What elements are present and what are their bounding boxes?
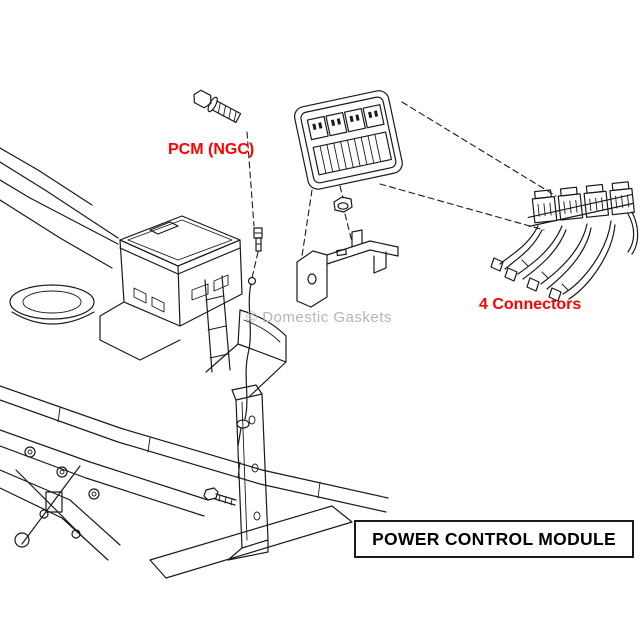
title-box: POWER CONTROL MODULE: [354, 520, 634, 558]
bracket-drawing: [296, 229, 399, 308]
title-text: POWER CONTROL MODULE: [372, 528, 616, 549]
bolt-drawing: [193, 89, 242, 124]
pcm-label: PCM (NGC): [168, 141, 255, 158]
connectors-label: 4 Connectors: [479, 296, 582, 313]
leader-lines: [246, 101, 557, 279]
connector-assembly-drawing: [490, 181, 639, 302]
watermark-text: © Domestic Gaskets: [246, 309, 392, 326]
pcm-module-drawing: [293, 90, 403, 190]
nut-drawing: [333, 196, 353, 213]
vehicle-structure-drawing: [0, 147, 389, 579]
